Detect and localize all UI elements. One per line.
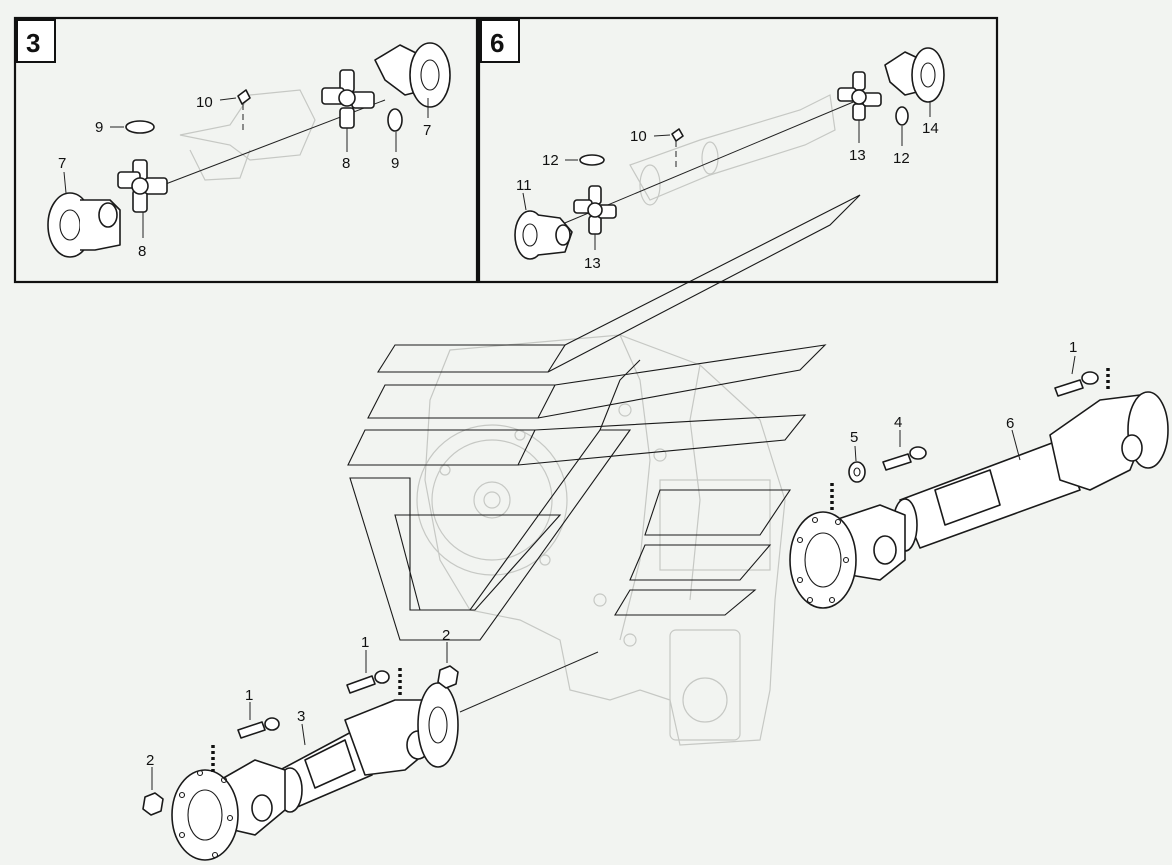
washer-5 <box>830 461 866 510</box>
inset-3: 3 <box>13 16 479 284</box>
callout-6: 6 <box>1006 415 1014 432</box>
inset-6-label-10: 10 <box>630 128 647 145</box>
seal-ring-right <box>387 108 403 132</box>
flange-yoke-right-6 <box>884 47 945 103</box>
universal-joint-cross-right-6 <box>837 71 882 121</box>
inset-6-label-12a: 12 <box>542 152 559 169</box>
grease-nipple-6 <box>671 128 684 142</box>
bolt-left-upper <box>346 668 402 695</box>
seal-ring-left <box>125 120 155 134</box>
inset-6-id-box <box>480 19 520 63</box>
inset-3-label-7b: 7 <box>58 155 66 172</box>
inset-3-label-9b: 9 <box>391 155 399 172</box>
flange-yoke-right <box>374 42 451 108</box>
callout-1-left-upper: 1 <box>361 634 369 651</box>
universal-joint-cross-left-6 <box>573 185 617 235</box>
callout-2-left-lower: 2 <box>146 752 154 769</box>
inset-3-frame <box>13 16 479 284</box>
bolt-right-upper <box>1054 368 1110 397</box>
callout-3: 3 <box>297 708 305 725</box>
inset-6-label-11: 11 <box>516 177 532 194</box>
inset-3-label-8b: 8 <box>138 243 146 260</box>
inset-3-label-10: 10 <box>196 94 213 111</box>
callout-5: 5 <box>850 429 858 446</box>
inset-6-id: 6 <box>490 28 504 58</box>
callout-1-left-lower: 1 <box>245 687 253 704</box>
drive-shaft-right <box>789 391 1169 609</box>
inset-3-label-7a: 7 <box>423 122 431 139</box>
inset-6: 6 <box>477 16 999 284</box>
inset-6-label-13a: 13 <box>584 255 601 272</box>
inset-6-label-14: 14 <box>922 120 939 137</box>
transmission-housing-ghost <box>416 334 786 746</box>
universal-joint-cross-right <box>321 69 375 129</box>
universal-joint-cross-left <box>117 159 168 213</box>
nut-left-upper <box>437 665 459 689</box>
inset-3-label-9a: 9 <box>95 119 103 136</box>
inset-6-label-12b: 12 <box>893 150 910 167</box>
callout-4: 4 <box>894 414 902 431</box>
inset-6-frame <box>477 16 999 284</box>
bolt-left-lower <box>211 717 280 775</box>
inset-3-id-box <box>16 19 56 63</box>
reference-parallelograms <box>347 194 861 641</box>
inset-6-label-13b: 13 <box>849 147 866 164</box>
flange-yoke-left <box>47 192 121 258</box>
callout-2-left-upper: 2 <box>442 627 450 644</box>
seal-ring-right-6 <box>895 106 909 126</box>
callout-1-right: 1 <box>1069 339 1077 356</box>
nut-left-lower <box>142 792 164 816</box>
inset-3-label-8a: 8 <box>342 155 350 172</box>
inset-3-id: 3 <box>26 28 40 58</box>
seal-ring-left-6 <box>579 154 605 166</box>
grease-nipple <box>237 89 251 105</box>
flange-yoke-left-6 <box>514 210 573 260</box>
drive-shaft-left <box>171 651 599 861</box>
bolt-4 <box>882 446 927 471</box>
